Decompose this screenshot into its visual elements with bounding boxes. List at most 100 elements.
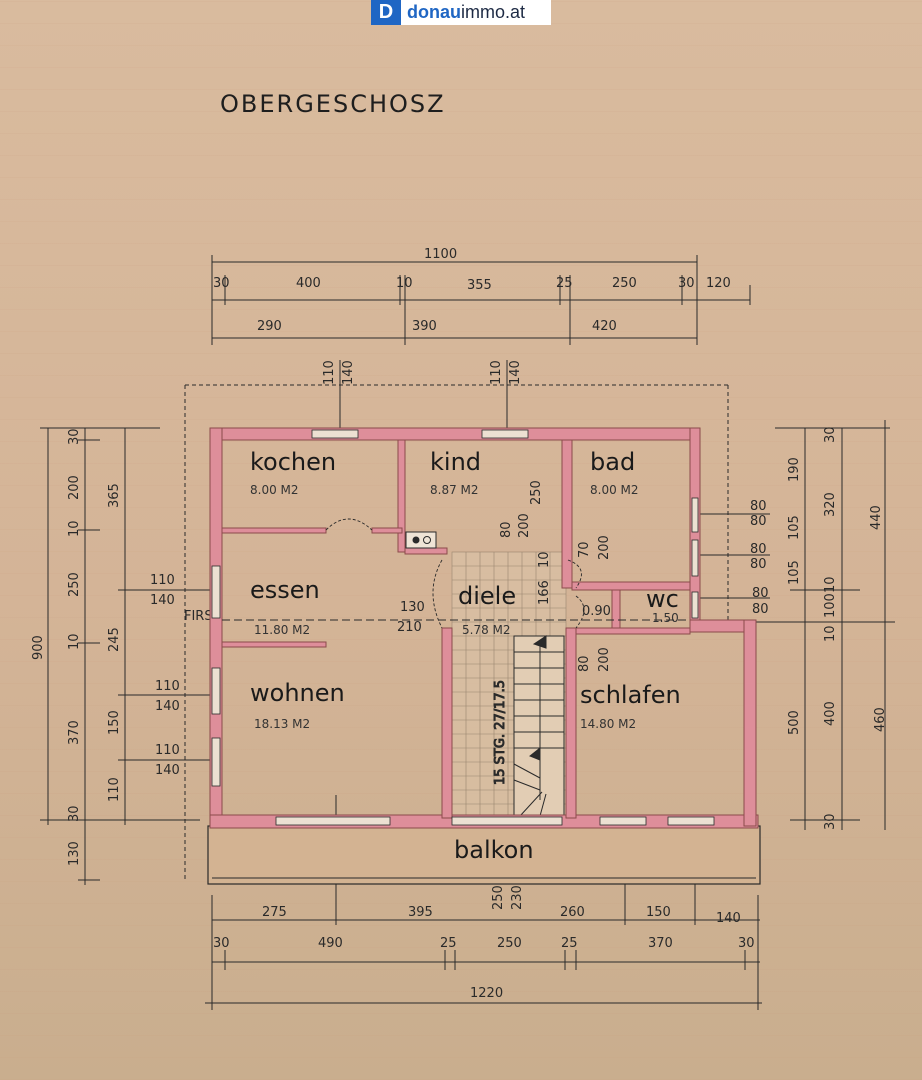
room-kochen-name: kochen bbox=[250, 448, 336, 476]
balcony bbox=[207, 825, 761, 885]
room-schlafen-name: schlafen bbox=[580, 681, 681, 709]
stair-winder bbox=[519, 791, 543, 817]
wall-wohnen-diele bbox=[441, 627, 453, 819]
dim-door-1: 80 bbox=[750, 499, 767, 514]
door-swing-wc bbox=[575, 595, 585, 629]
dim-right-total-1: 440 bbox=[869, 505, 884, 530]
window-bad bbox=[691, 497, 699, 533]
logo-brand-rest: immo.at bbox=[461, 2, 526, 22]
room-wc-name: wc bbox=[646, 585, 679, 613]
dim-diele-10: 10 bbox=[537, 551, 552, 568]
dim-left-row2-4: 110 bbox=[107, 777, 122, 802]
dim-schlafen-80: 80 bbox=[577, 655, 592, 672]
room-kind-name: kind bbox=[430, 448, 481, 476]
dim-top-2: 400 bbox=[296, 276, 321, 291]
dim-bottom-row2-6: 370 bbox=[648, 936, 673, 951]
dim-left-3: 10 bbox=[67, 520, 82, 537]
dim-diele-166: 166 bbox=[537, 580, 552, 605]
room-wohnen-area: 18.13 M2 bbox=[254, 717, 310, 731]
door-swings bbox=[325, 518, 585, 629]
chimney-flue-icon bbox=[412, 536, 420, 544]
stair-label: 15 STG. 27/17.5 bbox=[493, 680, 508, 785]
dim-left-row2-1: 365 bbox=[107, 483, 122, 508]
wall-right-lower bbox=[743, 619, 757, 827]
dim-window-kind-h: 140 bbox=[508, 360, 523, 385]
room-schlafen-area: 14.80 M2 bbox=[580, 717, 636, 731]
dim-left-6: 370 bbox=[67, 720, 82, 745]
wall-kind-bottom bbox=[404, 547, 448, 555]
wall-wc-left bbox=[611, 589, 621, 633]
window-wohnen-2 bbox=[211, 737, 221, 787]
room-kind-area: 8.87 M2 bbox=[430, 483, 479, 497]
top-dimension-text: 1100 30 400 10 355 25 250 30 120 290 390… bbox=[213, 247, 731, 385]
dim-top-row2-2: 390 bbox=[412, 319, 437, 334]
left-dimension-text: 900 30 200 10 250 10 370 30 130 365 245 … bbox=[31, 428, 221, 866]
dim-bottom-5: 140 bbox=[716, 911, 741, 926]
dim-right-6: 400 bbox=[823, 701, 838, 726]
dim-door-4: 80 bbox=[750, 557, 767, 572]
wall-kochen-essen-left bbox=[221, 527, 327, 534]
dim-window-essen-w: 110 bbox=[150, 573, 175, 588]
dim-door-2: 80 bbox=[750, 514, 767, 529]
interior-dimensions: 130 210 250 200 80 166 10 70 200 80 200 … bbox=[397, 480, 612, 672]
dim-top-1: 30 bbox=[213, 276, 230, 291]
dim-top-5: 25 bbox=[556, 276, 573, 291]
dim-left-1: 30 bbox=[67, 428, 82, 445]
dim-schlafen-200: 200 bbox=[597, 647, 612, 672]
wall-bad-wc bbox=[571, 581, 691, 591]
dim-bottom-row2-5: 25 bbox=[561, 936, 578, 951]
top-dimension-lines bbox=[184, 255, 751, 880]
dim-top-row2-1: 290 bbox=[257, 319, 282, 334]
dim-window-wohnen1-h: 140 bbox=[155, 699, 180, 714]
stair-winder bbox=[513, 779, 541, 791]
chimney-flue-icon bbox=[423, 536, 431, 544]
dim-left-2: 200 bbox=[67, 475, 82, 500]
dim-bottom-row2-2: 490 bbox=[318, 936, 343, 951]
dim-door-6: 80 bbox=[752, 602, 769, 617]
dim-left-row2-2: 245 bbox=[107, 627, 122, 652]
dim-right-row2-4: 500 bbox=[787, 710, 802, 735]
dim-top-3: 10 bbox=[396, 276, 413, 291]
window-essen bbox=[211, 565, 221, 619]
dim-bottom-row2-3: 25 bbox=[440, 936, 457, 951]
room-diele-area: 5.78 M2 bbox=[462, 623, 511, 637]
window-schlafen-2 bbox=[667, 816, 715, 826]
wall-diele-schlafen bbox=[565, 627, 577, 819]
window-bad-2 bbox=[691, 539, 699, 577]
door-diele-balkon bbox=[451, 816, 563, 826]
window-wc bbox=[691, 591, 699, 619]
room-essen-area: 11.80 M2 bbox=[254, 623, 310, 637]
balcony-slab bbox=[207, 825, 761, 885]
dim-right-7: 30 bbox=[823, 813, 838, 830]
room-kochen-area: 8.00 M2 bbox=[250, 483, 299, 497]
dim-window-wohnen2-w: 110 bbox=[155, 743, 180, 758]
dim-right-4: 100 bbox=[823, 593, 838, 618]
dim-balkon-door2-h: 230 bbox=[510, 885, 525, 910]
dim-door-essen-h: 210 bbox=[397, 620, 422, 635]
dim-top-total: 1100 bbox=[424, 247, 457, 262]
left-dimension-lines bbox=[40, 427, 215, 885]
dim-left-4: 250 bbox=[67, 572, 82, 597]
dim-window-kind-w: 110 bbox=[489, 360, 504, 385]
dim-window-kochen-w: 110 bbox=[322, 360, 337, 385]
room-bad-name: bad bbox=[590, 448, 635, 476]
room-essen-name: essen bbox=[250, 576, 320, 604]
logo-mark-icon: D bbox=[371, 0, 401, 25]
right-dimension-text: 440 460 30 320 10 100 10 400 30 190 105 … bbox=[750, 426, 888, 830]
wall-kind-bad bbox=[561, 439, 573, 589]
door-swing-essen bbox=[432, 559, 443, 629]
dim-bad-70: 70 bbox=[577, 541, 592, 558]
stair-winder bbox=[513, 763, 541, 779]
dim-left-row2-3: 150 bbox=[107, 710, 122, 735]
dim-wc-door: 0.90 bbox=[582, 604, 611, 619]
dim-top-6: 250 bbox=[612, 276, 637, 291]
openings bbox=[211, 429, 715, 826]
room-wohnen-name: wohnen bbox=[250, 679, 345, 707]
dim-left-total: 900 bbox=[31, 635, 46, 660]
dim-bottom-4: 150 bbox=[646, 905, 671, 920]
wall-essen-wohnen bbox=[221, 641, 327, 648]
window-schlafen-1 bbox=[599, 816, 647, 826]
dim-door-5: 80 bbox=[752, 586, 769, 601]
stair-winder bbox=[539, 793, 547, 817]
